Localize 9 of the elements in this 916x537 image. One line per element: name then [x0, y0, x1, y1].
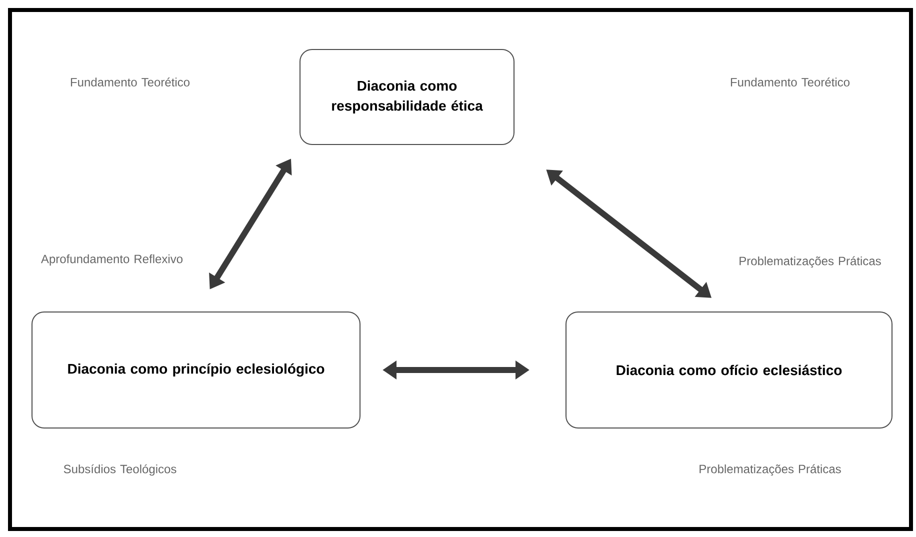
- text-label: Fundamento Teorético: [70, 78, 190, 86]
- text-label: Subsídios Teológicos: [64, 464, 176, 476]
- text-label: Problematizações Práticas: [740, 256, 881, 268]
- text-label: Problematizações Práticas: [700, 464, 841, 476]
- concept-box: Diaconia como ofício eclesiástico: [566, 312, 892, 428]
- text-label: Aprofundamento Reflexivo: [40, 254, 182, 266]
- text-label: Fundamento Teorético: [730, 78, 850, 86]
- concept-box: Diaconia como responsabilidade ética: [300, 49, 514, 145]
- concept-box: Diaconia como princípio eclesiológico: [32, 312, 360, 428]
